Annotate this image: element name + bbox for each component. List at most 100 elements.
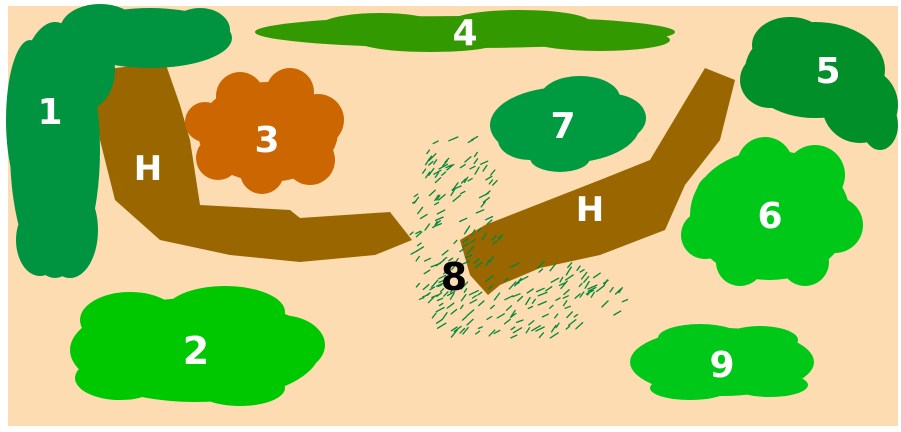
grass-stroke: [595, 285, 605, 293]
grass-stroke: [470, 135, 479, 141]
grass-stroke: [428, 167, 435, 176]
grass-stroke: [525, 296, 531, 306]
grass-stroke: [463, 229, 468, 235]
grass-stroke: [470, 229, 476, 236]
grass-stroke: [464, 254, 473, 259]
grass-stroke: [538, 268, 544, 273]
grass-stroke: [450, 326, 458, 332]
grass-stroke: [434, 220, 441, 226]
grass-stroke: [575, 321, 584, 330]
grass-stroke: [475, 330, 481, 335]
grass-stroke: [485, 259, 491, 267]
grass-stroke: [434, 177, 442, 184]
grass-stroke: [473, 151, 478, 158]
grass-stroke: [437, 284, 443, 288]
grass-stroke: [587, 284, 598, 290]
grass-stroke: [505, 305, 513, 311]
grass-stroke: [450, 188, 456, 197]
grass-stroke: [466, 309, 475, 317]
grass-stroke: [518, 275, 529, 282]
grass-stroke: [464, 156, 472, 163]
grass-stroke: [462, 326, 469, 335]
grass-stroke: [467, 177, 473, 182]
grass-stroke: [509, 312, 517, 319]
label-bush-3: 3: [254, 120, 279, 161]
grass-stroke: [559, 276, 564, 283]
grass-stroke: [584, 280, 590, 289]
grass-stroke: [466, 246, 475, 255]
grass-stroke: [459, 260, 471, 266]
label-grass-8: 8: [441, 255, 467, 299]
grass-stroke: [459, 304, 464, 310]
grass-stroke: [459, 248, 465, 253]
grass-stroke: [525, 327, 531, 334]
grass-stroke: [550, 277, 560, 283]
grass-stroke: [491, 234, 497, 241]
grass-stroke: [545, 286, 553, 292]
grass-stroke: [449, 292, 455, 300]
grass-stroke: [549, 263, 557, 272]
grass-stroke: [413, 193, 419, 198]
grass-stroke: [431, 312, 437, 319]
grass-stroke: [440, 288, 445, 293]
grass-stroke: [512, 327, 523, 334]
grass-stroke: [422, 283, 430, 291]
grass-stroke: [460, 178, 467, 184]
grass-stroke: [432, 224, 438, 229]
grass-stroke: [515, 319, 524, 324]
grass-stroke: [423, 257, 432, 262]
label-bush-2: 2: [183, 329, 209, 373]
grass-stroke: [583, 275, 590, 283]
grass-stroke: [436, 209, 446, 215]
grass-stroke: [489, 256, 494, 263]
grass-stroke: [433, 169, 442, 175]
grass-stroke: [602, 279, 609, 285]
grass-stroke: [435, 259, 445, 267]
label-path-right: H: [576, 190, 604, 230]
grass-stroke: [549, 332, 559, 339]
grass-stroke: [424, 223, 431, 231]
grass-stroke: [449, 163, 455, 168]
grass-stroke: [550, 324, 557, 333]
grass-stroke: [485, 215, 494, 221]
grass-stroke: [613, 310, 622, 316]
grass-stroke: [478, 300, 485, 307]
grass-stroke: [565, 266, 572, 276]
grass-stroke: [477, 326, 483, 330]
grass-stroke: [496, 313, 505, 319]
grass-stroke: [445, 164, 453, 169]
grass-stroke: [481, 232, 487, 241]
grass-stroke: [435, 306, 445, 313]
grass-stroke: [576, 265, 581, 272]
grass-stroke: [555, 322, 560, 329]
grass-stroke: [486, 315, 493, 320]
grass-stroke: [431, 294, 439, 299]
grass-stroke: [415, 230, 422, 235]
grass-stroke: [421, 168, 427, 174]
grass-stroke: [469, 299, 478, 304]
bush-7: [490, 76, 646, 172]
grass-stroke: [487, 284, 494, 290]
grass-stroke: [437, 193, 446, 201]
bush-1: [6, 4, 232, 278]
grass-stroke: [490, 169, 496, 176]
grass-stroke: [471, 294, 477, 299]
grass-stroke: [463, 288, 468, 293]
grass-stroke: [473, 258, 480, 264]
grass-stroke: [531, 325, 541, 332]
grass-stroke: [410, 249, 419, 255]
label-bush-4: 4: [452, 13, 477, 54]
grass-stroke: [535, 287, 545, 293]
grass-stroke: [444, 157, 450, 163]
grass-stroke: [428, 153, 437, 162]
grass-stroke: [488, 329, 496, 337]
grass-stroke: [474, 261, 483, 268]
grass-stroke: [428, 189, 436, 197]
grass-stroke: [448, 136, 459, 142]
grass-stroke: [468, 289, 479, 296]
grass-stroke: [422, 294, 430, 298]
grass-stroke: [492, 179, 498, 186]
grass-stroke: [614, 288, 622, 295]
grass-stroke: [562, 295, 569, 299]
